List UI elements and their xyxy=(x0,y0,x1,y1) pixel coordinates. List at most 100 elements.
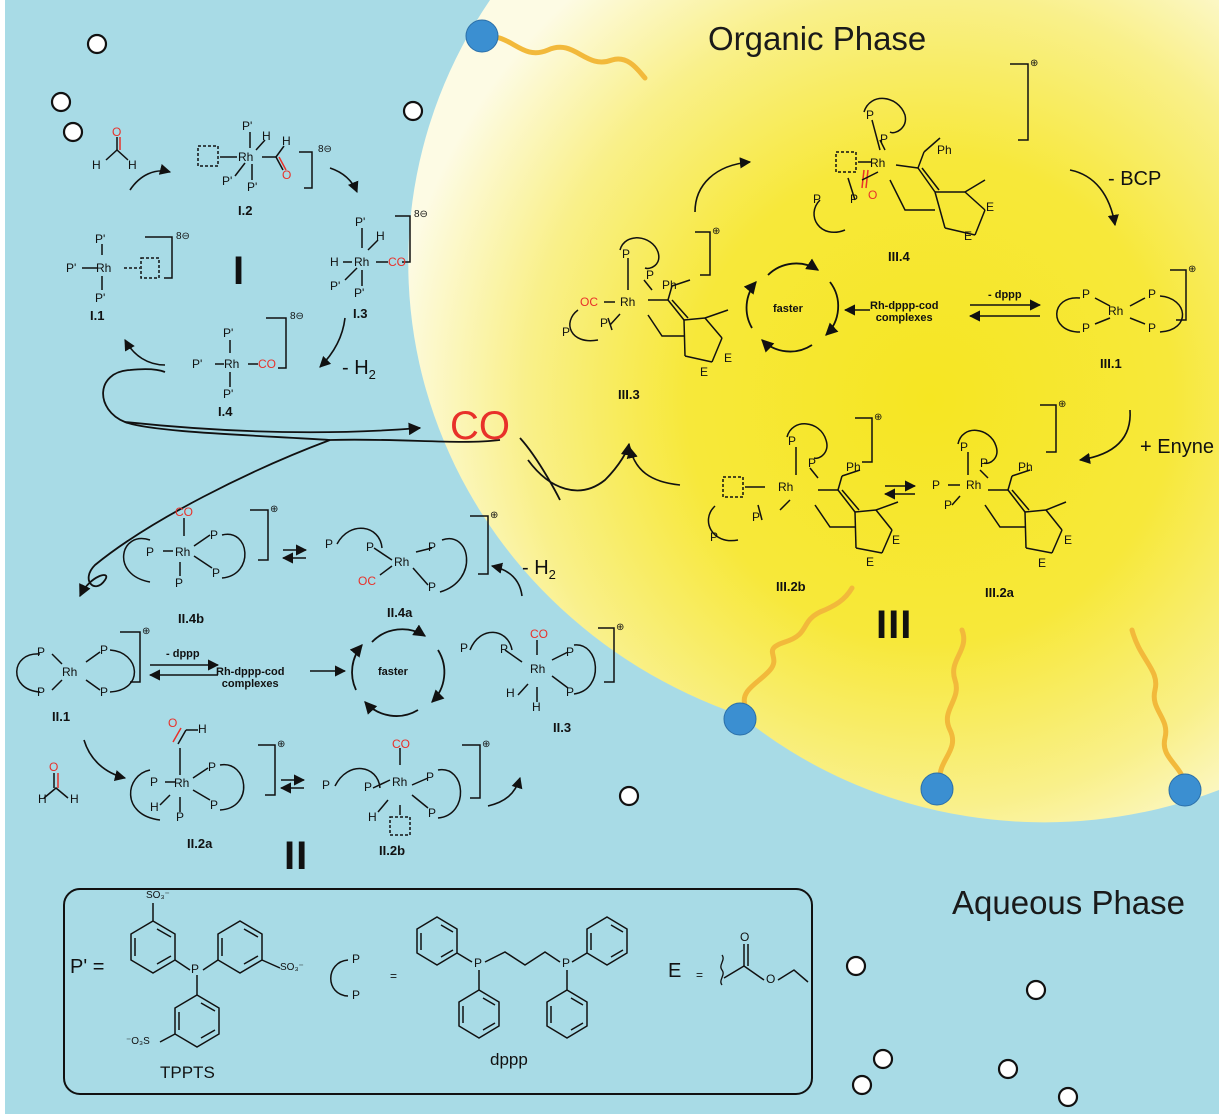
atom-rh: Rh xyxy=(238,150,254,164)
atom-p-prime: P' xyxy=(95,232,106,246)
atom-p: P xyxy=(428,580,437,594)
atom-p: P xyxy=(752,510,761,524)
atom-p: P xyxy=(788,434,797,448)
charge-II2b: ⊕ xyxy=(482,739,491,750)
atom-p-prime: P' xyxy=(222,174,233,188)
atom-p: P xyxy=(880,132,889,146)
atom-ph: Ph xyxy=(1018,460,1033,474)
compound-III2a-label: III.2a xyxy=(985,585,1014,600)
carbon-monoxide-label: CO xyxy=(450,404,510,448)
atom-h: H xyxy=(38,792,47,806)
compound-II3-label: II.3 xyxy=(553,720,572,735)
charge-I4: 8⊖ xyxy=(290,311,304,322)
atom-h: H xyxy=(150,800,159,814)
atom-p: P xyxy=(100,643,109,657)
atom-p: P xyxy=(1082,287,1091,301)
atom-p-prime: P' xyxy=(66,261,77,275)
atom-p: P xyxy=(622,247,631,261)
legend-box xyxy=(63,888,813,1095)
atom-e: E xyxy=(986,200,995,214)
charge-II1: ⊕ xyxy=(142,626,151,637)
cycle-I-bonds xyxy=(82,132,411,387)
atom-h: H xyxy=(92,158,101,172)
atom-o: O xyxy=(49,760,59,774)
atom-p: P xyxy=(210,798,219,812)
organic-phase-droplet xyxy=(408,0,1219,823)
atom-p: P xyxy=(100,685,109,699)
surfactant-heads xyxy=(465,19,1202,807)
atom-h: H xyxy=(532,700,541,714)
atom-p: P xyxy=(208,760,217,774)
charge-II4a: ⊕ xyxy=(490,510,499,521)
atom-o: O xyxy=(282,168,292,182)
compound-II1-label: II.1 xyxy=(52,709,71,724)
legend-equals: = xyxy=(390,969,398,983)
atom-p: P xyxy=(322,778,331,792)
atom-p: P xyxy=(210,528,219,542)
atom-h: H xyxy=(198,722,207,736)
atom-ph: Ph xyxy=(846,460,861,474)
atom-rh: Rh xyxy=(175,545,191,559)
atom-p: P xyxy=(212,566,221,580)
legend-dppp-name: dppp xyxy=(490,1050,528,1069)
atom-p: P xyxy=(932,478,941,492)
atom-o: O xyxy=(168,716,178,730)
cycle-II-arrows xyxy=(83,544,523,807)
atom-rh: Rh xyxy=(224,357,240,371)
atom-p: P xyxy=(176,810,185,824)
legend-e-label: E xyxy=(668,960,682,982)
atom-p: P xyxy=(566,645,575,659)
atom-p: P xyxy=(150,775,159,789)
atom-p: P xyxy=(600,316,609,330)
cycle-I-arrows xyxy=(124,163,359,368)
organic-faster-cycle-label: faster xyxy=(773,303,803,315)
atom-e: E xyxy=(1064,533,1073,547)
atom-rh: Rh xyxy=(392,775,408,789)
atom-e: E xyxy=(1038,556,1047,570)
atom-p: P xyxy=(366,540,375,554)
atom-p: P xyxy=(980,456,989,470)
atom-rh: Rh xyxy=(870,156,886,170)
legend-p-bracket-bottom: P xyxy=(352,988,361,1002)
atom-e: E xyxy=(724,351,733,365)
atom-co: CO xyxy=(530,627,548,641)
cycle-I-label: I xyxy=(233,249,246,293)
legend-p-prime-label: P' = xyxy=(70,956,105,978)
atom-p: P xyxy=(808,456,817,470)
cycle-III-label: III xyxy=(876,603,913,647)
aqueous-dppp-loss: - dppp xyxy=(166,648,200,660)
atom-co: CO xyxy=(258,357,276,371)
atom-rh: Rh xyxy=(1108,304,1124,318)
atom-p: P xyxy=(944,498,953,512)
compound-II2b-label: II.2b xyxy=(379,843,406,858)
atom-p-prime: P' xyxy=(192,357,203,371)
compound-I4-label: I.4 xyxy=(218,404,233,419)
bcp-loss-step: - BCP xyxy=(1108,168,1162,190)
atom-p: P xyxy=(37,685,46,699)
atom-ph: Ph xyxy=(662,278,677,292)
atom-h: H xyxy=(128,158,137,172)
atom-p-prime: P' xyxy=(242,119,253,133)
atom-p: P xyxy=(1082,321,1091,335)
charge-III2b: ⊕ xyxy=(874,412,883,423)
compound-II2a-label: II.2a xyxy=(187,836,213,851)
atom-p: P xyxy=(175,576,184,590)
atom-p: P xyxy=(1148,287,1157,301)
atom-p-prime: P' xyxy=(95,291,106,305)
charge-II2a: ⊕ xyxy=(277,739,286,750)
bubbles xyxy=(50,33,1079,1108)
atom-rh: Rh xyxy=(174,776,190,790)
atom-p: P xyxy=(426,770,435,784)
charge-I2: 8⊖ xyxy=(318,144,332,155)
atom-h: H xyxy=(506,686,515,700)
atom-o: O xyxy=(112,125,122,139)
compound-III3-label: III.3 xyxy=(618,387,640,402)
aqueous-faster-cycle-label: faster xyxy=(378,666,408,678)
atom-h: H xyxy=(70,792,79,806)
compound-I3-label: I.3 xyxy=(353,306,368,321)
surfactant-group xyxy=(479,34,1188,788)
charge-III1: ⊕ xyxy=(1188,264,1197,275)
atom-p: P xyxy=(460,641,469,655)
atom-e: E xyxy=(866,555,875,569)
